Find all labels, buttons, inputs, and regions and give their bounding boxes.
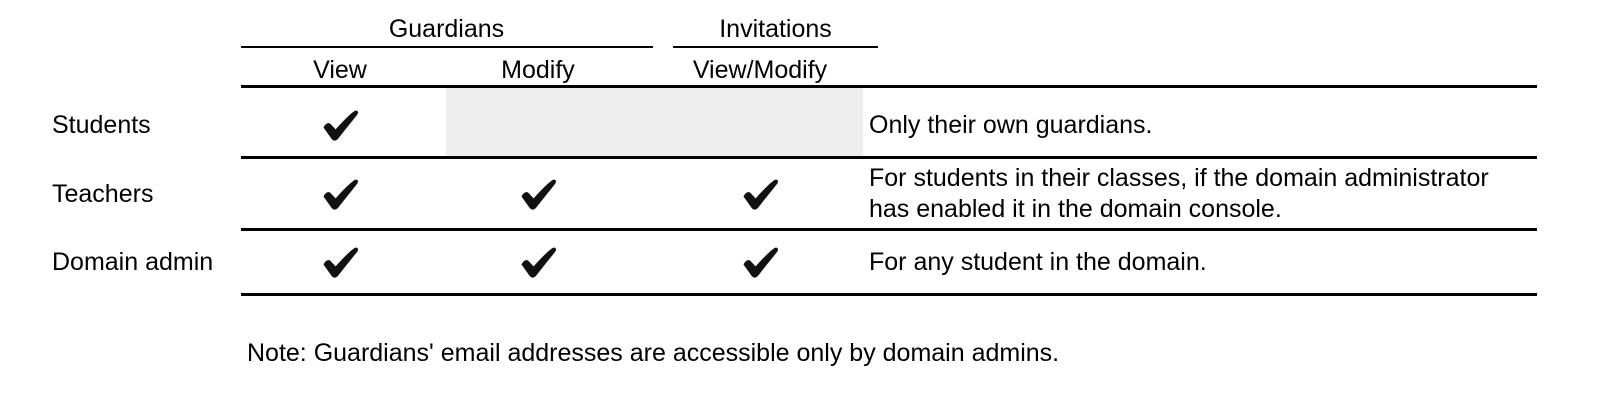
table-rule-after-teachers [241,228,1537,231]
column-header-view: View [313,56,367,84]
table-rule-top [241,85,1537,88]
group-header-invitations: Invitations [719,15,832,43]
table-rule-bottom [241,293,1537,296]
row-label-domain-admin: Domain admin [52,248,214,276]
check-icon-teachers-invitations-view-modify [737,172,783,218]
check-icon-domain-admin-guardians-view [317,240,363,286]
group-rule-guardians [241,46,653,48]
check-icon-domain-admin-guardians-modify [515,240,561,286]
row-label-students: Students [52,111,151,139]
row-description-students: Only their own guardians. [869,111,1153,139]
cell-students-modify-disabled [446,88,863,156]
check-icon-teachers-guardians-view [317,172,363,218]
column-header-view-modify: View/Modify [692,56,828,84]
check-icon-students-guardians-view [317,103,363,149]
row-description-domain-admin: For any student in the domain. [869,248,1207,276]
check-icon-domain-admin-invitations-view-modify [737,240,783,286]
row-description-teachers: For students in their classes, if the do… [869,164,1489,223]
table-rule-after-students [241,156,1537,159]
check-icon-teachers-guardians-modify [515,172,561,218]
group-header-guardians: Guardians [388,15,505,43]
footnote-text: Note: Guardians' email addresses are acc… [247,339,1060,367]
group-rule-invitations [673,46,878,48]
row-label-teachers: Teachers [52,180,154,208]
column-header-modify: Modify [501,56,575,84]
